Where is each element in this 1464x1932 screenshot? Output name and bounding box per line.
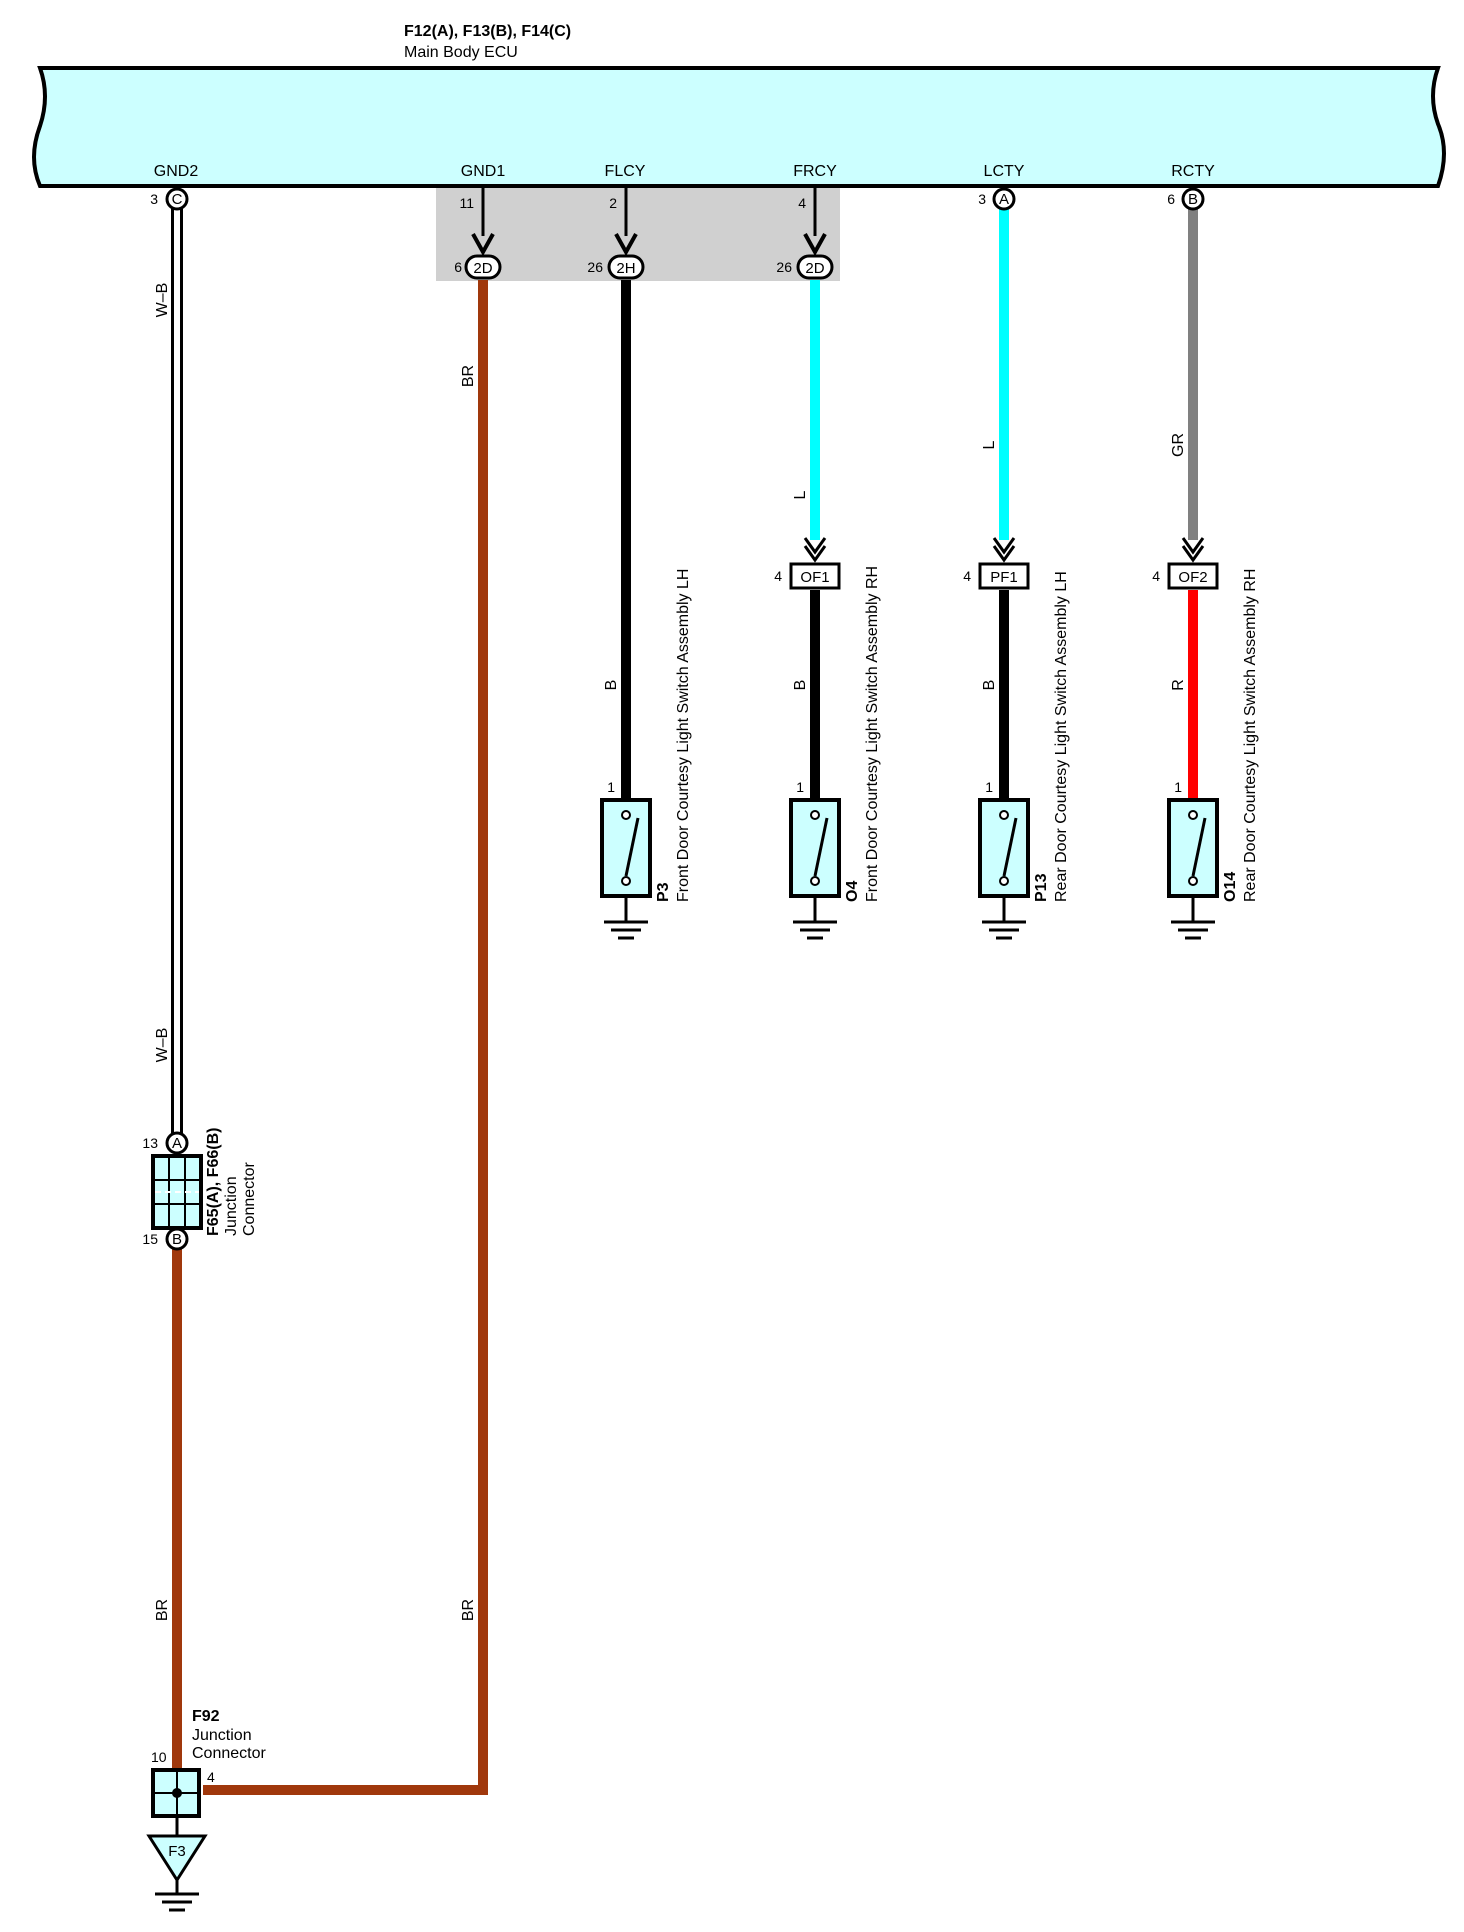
junction-2h bbox=[607, 254, 645, 280]
ground-symbol-p3 bbox=[604, 920, 648, 940]
wire-label-br-left: BR bbox=[154, 1599, 171, 1621]
pin-of1: 4 bbox=[774, 568, 782, 584]
junction-f92-line1: Junction bbox=[192, 1727, 252, 1744]
pin-flcy-junction: 26 bbox=[587, 259, 603, 275]
junction-connector-f65 bbox=[151, 1154, 203, 1230]
switch-p13-name: Rear Door Courtesy Light Switch Assembly… bbox=[1053, 571, 1070, 902]
switch-p3-code: P3 bbox=[655, 882, 672, 902]
pin-frcy-junction: 26 bbox=[776, 259, 792, 275]
arrow-heads-of2 bbox=[1181, 537, 1205, 563]
switch-o4-code: O4 bbox=[844, 881, 861, 902]
ecu-connectors-label: F12(A), F13(B), F14(C) bbox=[404, 23, 571, 40]
connector-c-label: C bbox=[172, 191, 183, 208]
junction-2d-frcy bbox=[796, 254, 834, 280]
pin-jc-b: 15 bbox=[142, 1231, 158, 1247]
connector-of2 bbox=[1167, 562, 1219, 590]
connector-pf1 bbox=[978, 562, 1030, 590]
terminal-gnd1: GND1 bbox=[461, 163, 506, 180]
arrow-head-gnd1 bbox=[471, 233, 495, 257]
arrow-heads-pf1 bbox=[992, 537, 1016, 563]
wire-label-rcty-r: R bbox=[1170, 679, 1187, 691]
wire-label-br-gnd1-bottom: BR bbox=[460, 1599, 477, 1621]
pin-gnd2: 3 bbox=[150, 191, 158, 207]
junction-connector-f92 bbox=[151, 1768, 201, 1818]
connector-c-circle bbox=[165, 187, 189, 211]
junction-f65-line1: Junction bbox=[223, 1176, 240, 1236]
junction-f92-line2: Connector bbox=[192, 1745, 266, 1762]
ground-symbol-f3 bbox=[155, 1880, 199, 1912]
pin-f92-4: 4 bbox=[207, 1769, 215, 1785]
connector-b-circle bbox=[1181, 187, 1205, 211]
ground-symbol-o14 bbox=[1171, 920, 1215, 940]
main-body-ecu bbox=[32, 66, 1446, 188]
wire-label-wb-bottom: W–B bbox=[154, 1028, 171, 1063]
wire-br-gnd1 bbox=[203, 280, 488, 1795]
arrow-head-flcy bbox=[614, 233, 638, 257]
wire-label-flcy-b: B bbox=[603, 680, 620, 691]
connector-of2-label: OF2 bbox=[1178, 569, 1207, 586]
wire-label-br-gnd1-top: BR bbox=[460, 365, 477, 387]
pin-gnd1-junction: 6 bbox=[454, 259, 462, 275]
switch-p3 bbox=[600, 798, 652, 922]
connector-a-circle bbox=[992, 187, 1016, 211]
junction-f65-line2: Connector bbox=[241, 1162, 258, 1236]
connector-a-label: A bbox=[999, 191, 1009, 208]
jc-connector-b bbox=[165, 1227, 189, 1251]
terminal-gnd2: GND2 bbox=[154, 163, 199, 180]
pin-pf1: 4 bbox=[963, 568, 971, 584]
wire-label-lcty-l: L bbox=[981, 440, 998, 449]
jc-connector-a bbox=[165, 1131, 189, 1155]
connector-b-label: B bbox=[1188, 191, 1198, 208]
junction-f92-code: F92 bbox=[192, 1708, 220, 1725]
junction-f65-code: F65(A), F66(B) bbox=[205, 1128, 222, 1236]
wire-label-lcty-b: B bbox=[981, 680, 998, 691]
junction-2d-gnd1 bbox=[464, 254, 502, 280]
junction-2d-gnd1-label: 2D bbox=[473, 260, 492, 277]
terminal-frcy: FRCY bbox=[793, 163, 837, 180]
wire-label-rcty-gr: GR bbox=[1170, 433, 1187, 457]
pin-of2: 4 bbox=[1152, 568, 1160, 584]
pin-jc-a: 13 bbox=[142, 1135, 158, 1151]
pin-flcy: 2 bbox=[609, 195, 617, 211]
wire-label-frcy-l: L bbox=[792, 490, 809, 499]
wire-label-frcy-b: B bbox=[792, 680, 809, 691]
switch-o14-code: O14 bbox=[1222, 872, 1239, 902]
pin-p3: 1 bbox=[607, 779, 615, 795]
pin-gnd1: 11 bbox=[459, 195, 474, 211]
switch-o4-name: Front Door Courtesy Light Switch Assembl… bbox=[864, 566, 881, 902]
ecu-name-label: Main Body ECU bbox=[404, 44, 518, 61]
pin-o14: 1 bbox=[1174, 779, 1182, 795]
switch-o4 bbox=[789, 798, 841, 922]
ground-f3-triangle bbox=[146, 1834, 208, 1883]
connector-of1-label: OF1 bbox=[800, 569, 829, 586]
ground-symbol-o4 bbox=[793, 920, 837, 940]
pin-frcy: 4 bbox=[798, 195, 806, 211]
junction-2h-label: 2H bbox=[616, 260, 635, 277]
terminal-flcy: FLCY bbox=[605, 163, 646, 180]
pin-f92-10: 10 bbox=[151, 1749, 167, 1765]
pin-o4: 1 bbox=[796, 779, 804, 795]
pin-rcty: 6 bbox=[1167, 191, 1175, 207]
switch-o14 bbox=[1167, 798, 1219, 922]
arrow-head-frcy bbox=[803, 233, 827, 257]
pin-p13: 1 bbox=[985, 779, 993, 795]
jc-connector-b-label: B bbox=[172, 1231, 182, 1248]
switch-o14-name: Rear Door Courtesy Light Switch Assembly… bbox=[1242, 569, 1259, 902]
pin-lcty: 3 bbox=[978, 191, 986, 207]
ground-f3-label: F3 bbox=[168, 1843, 186, 1860]
terminal-rcty: RCTY bbox=[1171, 163, 1215, 180]
switch-p13 bbox=[978, 798, 1030, 922]
jc-connector-a-label: A bbox=[172, 1135, 182, 1152]
switch-p13-code: P13 bbox=[1033, 873, 1050, 902]
connector-pf1-label: PF1 bbox=[990, 569, 1018, 586]
ground-symbol-p13 bbox=[982, 920, 1026, 940]
arrow-heads-of1 bbox=[803, 537, 827, 563]
switch-p3-name: Front Door Courtesy Light Switch Assembl… bbox=[675, 569, 692, 902]
junction-2d-frcy-label: 2D bbox=[805, 260, 824, 277]
connector-of1 bbox=[789, 562, 841, 590]
wire-label-wb-top: W–B bbox=[154, 283, 171, 318]
terminal-lcty: LCTY bbox=[984, 163, 1025, 180]
